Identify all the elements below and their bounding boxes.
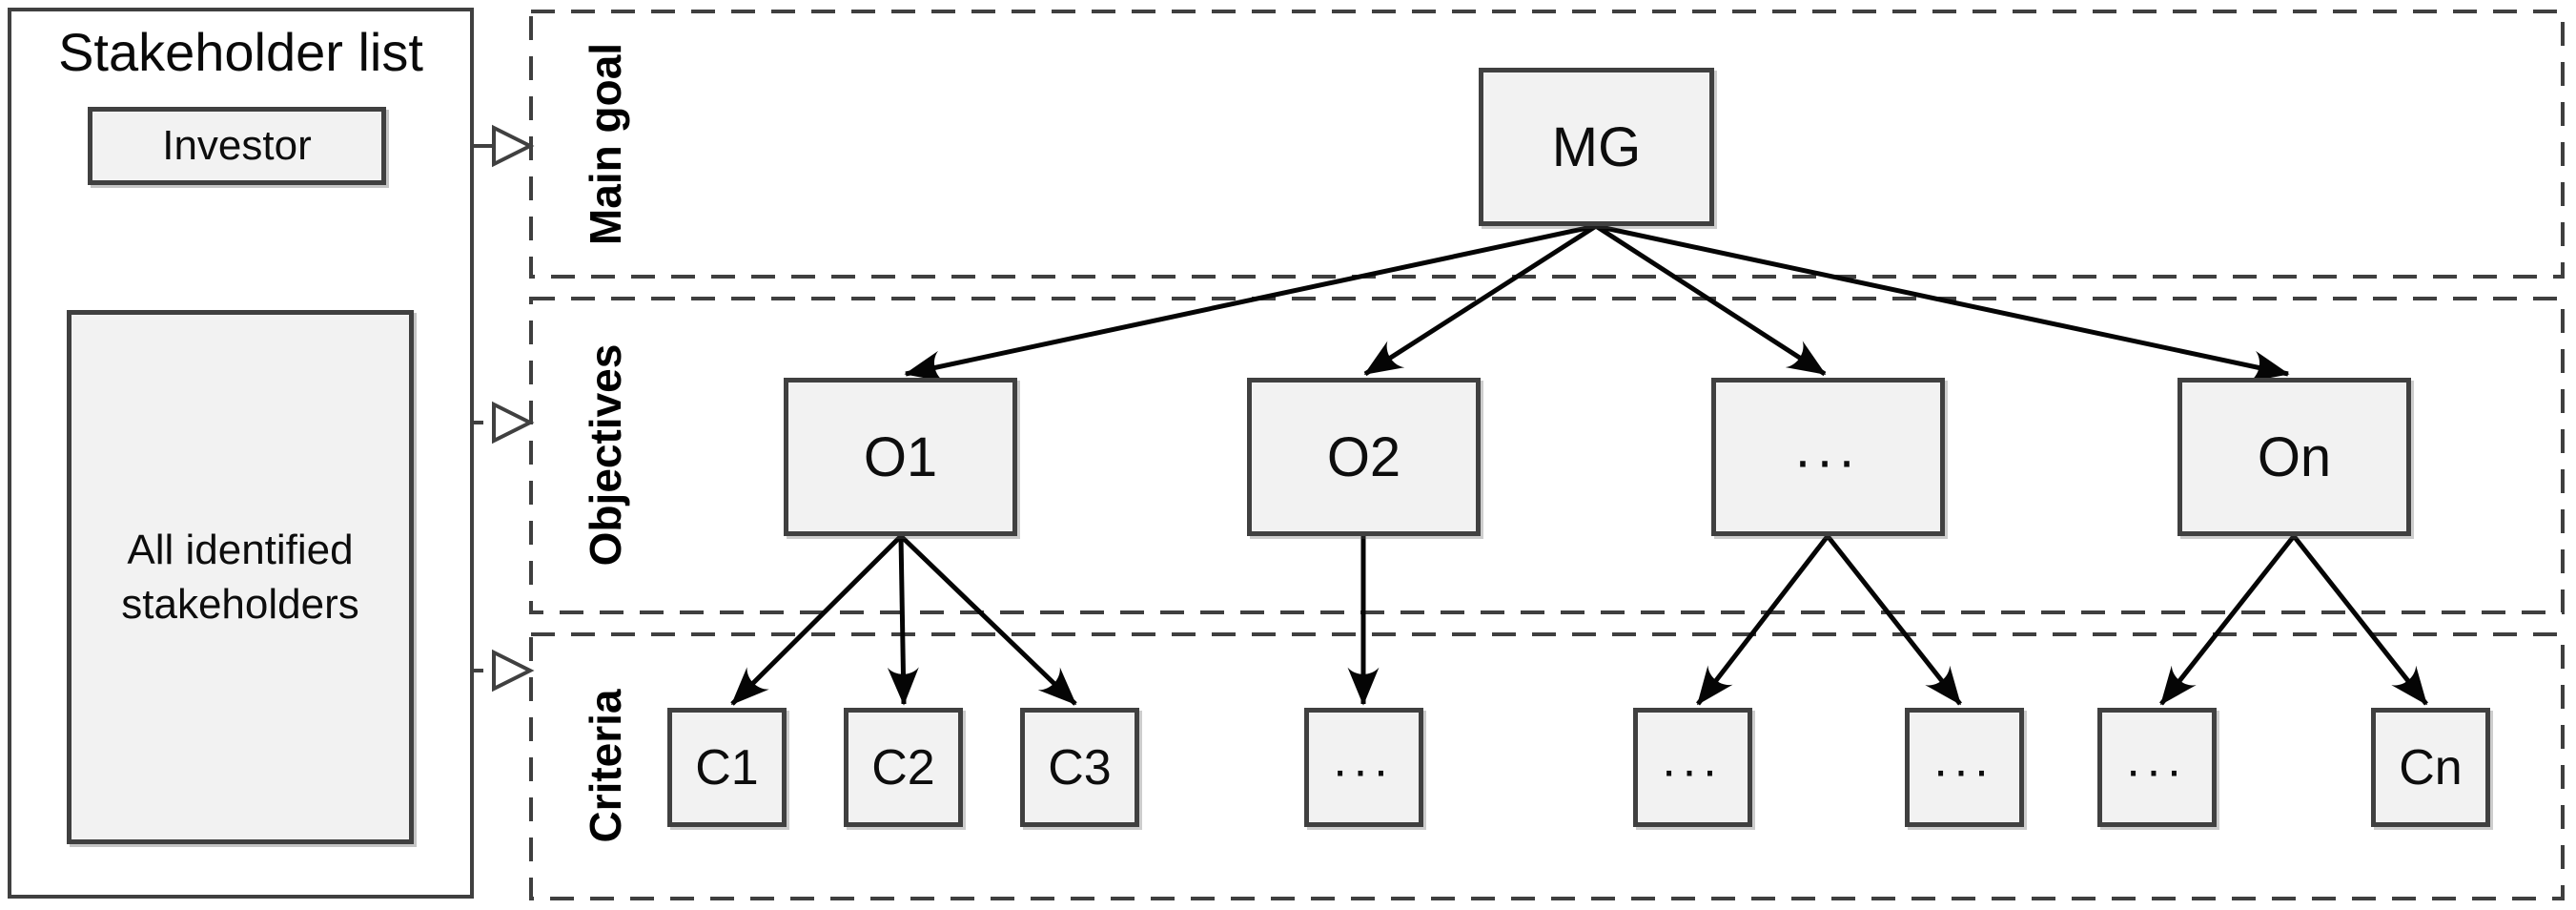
node-main-goal-label: MG xyxy=(1551,115,1642,178)
stakeholder-connectors xyxy=(386,124,535,693)
tree-edges xyxy=(730,223,2428,706)
all-stakeholders-box: All identified stakeholders xyxy=(67,310,414,844)
main-goal-band-border xyxy=(529,10,2565,279)
criteria-band-border xyxy=(529,632,2565,900)
edge-o1-c3 xyxy=(899,534,1077,706)
node-objective-n-label: On xyxy=(2257,425,2332,488)
edge-mg-o4 xyxy=(1595,223,2290,383)
edge-o1-c2 xyxy=(887,535,919,706)
node-criterion-ellipsis-1: ... xyxy=(1304,708,1423,827)
edge-o3-c6 xyxy=(1826,534,1962,706)
node-criterion-1: C1 xyxy=(667,708,787,827)
node-criterion-3-label: C3 xyxy=(1048,739,1112,796)
edge-o4-c7 xyxy=(2159,534,2296,706)
node-criterion-ellipsis-2-label: ... xyxy=(1662,732,1724,788)
hollow-triangle-arrowhead-criteria xyxy=(492,649,535,693)
node-objective-1-label: O1 xyxy=(863,425,938,488)
hollow-triangle-arrowhead-maingoal xyxy=(492,124,535,168)
node-main-goal: MG xyxy=(1479,68,1714,226)
node-objective-2-label: O2 xyxy=(1326,425,1401,488)
node-criterion-ellipsis-2: ... xyxy=(1633,708,1752,827)
edge-mg-o3 xyxy=(1594,223,1827,377)
node-criterion-1-label: C1 xyxy=(695,739,759,796)
band-label-objectives: Objectives xyxy=(581,343,630,567)
edge-o4-c8 xyxy=(2292,534,2428,706)
band-label-main-goal: Main goal xyxy=(581,42,630,246)
node-criterion-n: Cn xyxy=(2371,708,2490,827)
band-borders xyxy=(529,10,2565,900)
node-objective-ellipsis: ... xyxy=(1711,378,1945,536)
node-criterion-ellipsis-3: ... xyxy=(1905,708,2024,827)
node-objective-2: O2 xyxy=(1247,378,1481,536)
node-objective-n: On xyxy=(2177,378,2411,536)
objectives-band-border xyxy=(529,297,2565,614)
node-criterion-ellipsis-4: ... xyxy=(2097,708,2217,827)
node-criterion-2-label: C2 xyxy=(871,739,935,796)
band-label-criteria: Criteria xyxy=(581,689,630,843)
node-criterion-3: C3 xyxy=(1020,708,1139,827)
node-objective-ellipsis-label: ... xyxy=(1794,417,1862,480)
node-criterion-n-label: Cn xyxy=(2399,739,2463,796)
node-criterion-2: C2 xyxy=(844,708,963,827)
edge-o3-c5 xyxy=(1696,534,1830,706)
stakeholder-panel-title: Stakeholder list xyxy=(58,22,423,82)
node-criterion-ellipsis-1-label: ... xyxy=(1333,732,1395,788)
edge-mg-o1 xyxy=(904,223,1597,383)
edge-o1-c1 xyxy=(730,534,903,706)
node-criterion-ellipsis-3-label: ... xyxy=(1933,732,1995,788)
node-objective-1: O1 xyxy=(784,378,1017,536)
investor-box: Investor xyxy=(88,107,386,185)
edge-mg-o2 xyxy=(1363,223,1598,377)
hollow-triangle-arrowhead-objectives xyxy=(492,401,535,445)
node-criterion-ellipsis-4-label: ... xyxy=(2126,732,2188,788)
